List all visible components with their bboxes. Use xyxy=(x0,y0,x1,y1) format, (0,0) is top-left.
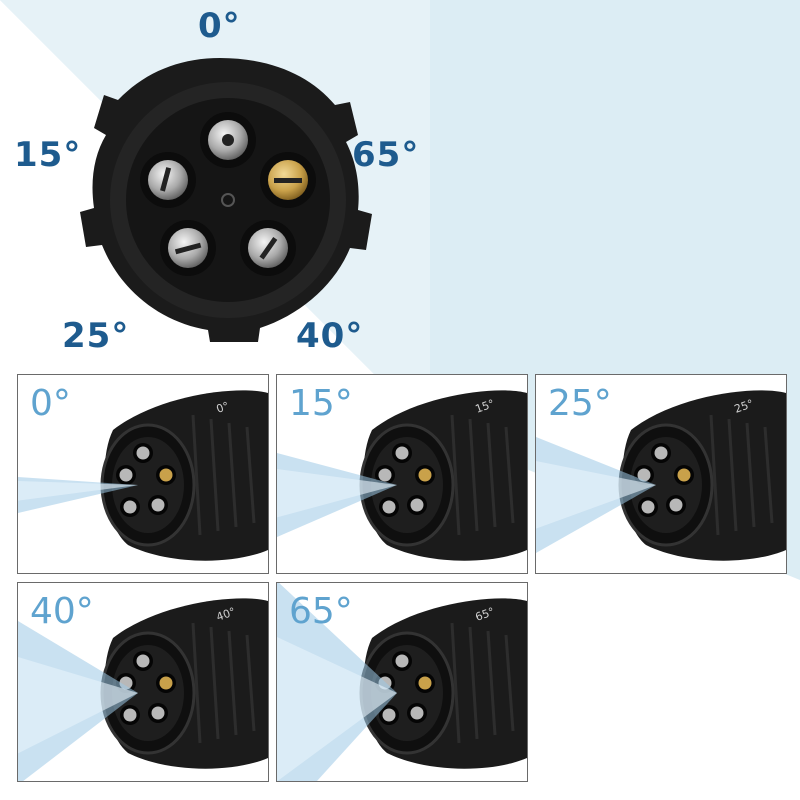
spray-tip-icon xyxy=(375,465,395,485)
spray-tip-icon xyxy=(392,651,412,671)
engraving-label: 65° xyxy=(474,605,497,624)
hero-label-0: 0° xyxy=(198,6,241,46)
spray-tip-icon xyxy=(120,497,140,517)
engraving-label: 40° xyxy=(215,605,238,624)
hero-label-25: 25° xyxy=(62,316,130,356)
water-spray-icon xyxy=(18,477,138,513)
spray-tip-icon xyxy=(148,495,168,515)
spray-tip-icon xyxy=(148,703,168,723)
engraving-label: 25° xyxy=(733,397,756,416)
spray-tip-icon xyxy=(379,705,399,725)
nozzle-photo-40: 40° xyxy=(18,598,268,781)
nozzle-face-hero xyxy=(60,40,380,350)
spray-tip-icon xyxy=(407,495,427,515)
spray-tip-icon xyxy=(133,651,153,671)
spray-tip-icon xyxy=(156,465,176,485)
spray-tip-icon xyxy=(116,465,136,485)
water-spray-icon xyxy=(277,583,397,781)
nozzle-tile-0: 0° 0° xyxy=(17,374,269,574)
engraving-label: 0° xyxy=(215,399,231,415)
nozzle-face-icon xyxy=(80,58,372,342)
spray-tip-icon xyxy=(140,112,316,276)
spray-tip-icon xyxy=(638,497,658,517)
hero-label-40: 40° xyxy=(296,316,364,356)
spray-tip-icon xyxy=(415,465,435,485)
water-spray-icon xyxy=(18,621,138,781)
nozzle-photo-0: 0° xyxy=(18,390,268,561)
spray-tip-icon xyxy=(133,443,153,463)
nozzle-photo-65: 65° xyxy=(277,583,527,781)
spray-tip-icon xyxy=(120,705,140,725)
spray-tip-icon xyxy=(415,673,435,693)
tile-label-15: 15° xyxy=(289,383,353,424)
engraving-label: 15° xyxy=(474,397,497,416)
nozzle-tile-25: 25° 25° xyxy=(535,374,787,574)
tile-label-25: 25° xyxy=(548,383,612,424)
spray-tip-icon xyxy=(666,495,686,515)
spray-tip-icon xyxy=(392,443,412,463)
spray-tip-icon xyxy=(379,497,399,517)
hero-label-15: 15° xyxy=(14,135,82,175)
tile-label-65: 65° xyxy=(289,591,353,632)
spray-tip-icon xyxy=(156,673,176,693)
water-spray-icon xyxy=(536,437,656,553)
spray-tip-icon xyxy=(674,465,694,485)
nozzle-tile-65: 65° 65° xyxy=(276,582,528,782)
nozzle-tile-15: 15° 15° xyxy=(276,374,528,574)
spray-tip-icon xyxy=(407,703,427,723)
nozzle-tile-40: 40° 40° xyxy=(17,582,269,782)
nozzle-photo-25: 25° xyxy=(536,390,786,561)
spray-tip-icon xyxy=(651,443,671,463)
water-spray-icon xyxy=(277,453,397,537)
tile-label-40: 40° xyxy=(30,591,94,632)
tile-label-0: 0° xyxy=(30,383,71,424)
hero-label-65: 65° xyxy=(352,135,420,175)
nozzle-photo-15: 15° xyxy=(277,390,527,561)
